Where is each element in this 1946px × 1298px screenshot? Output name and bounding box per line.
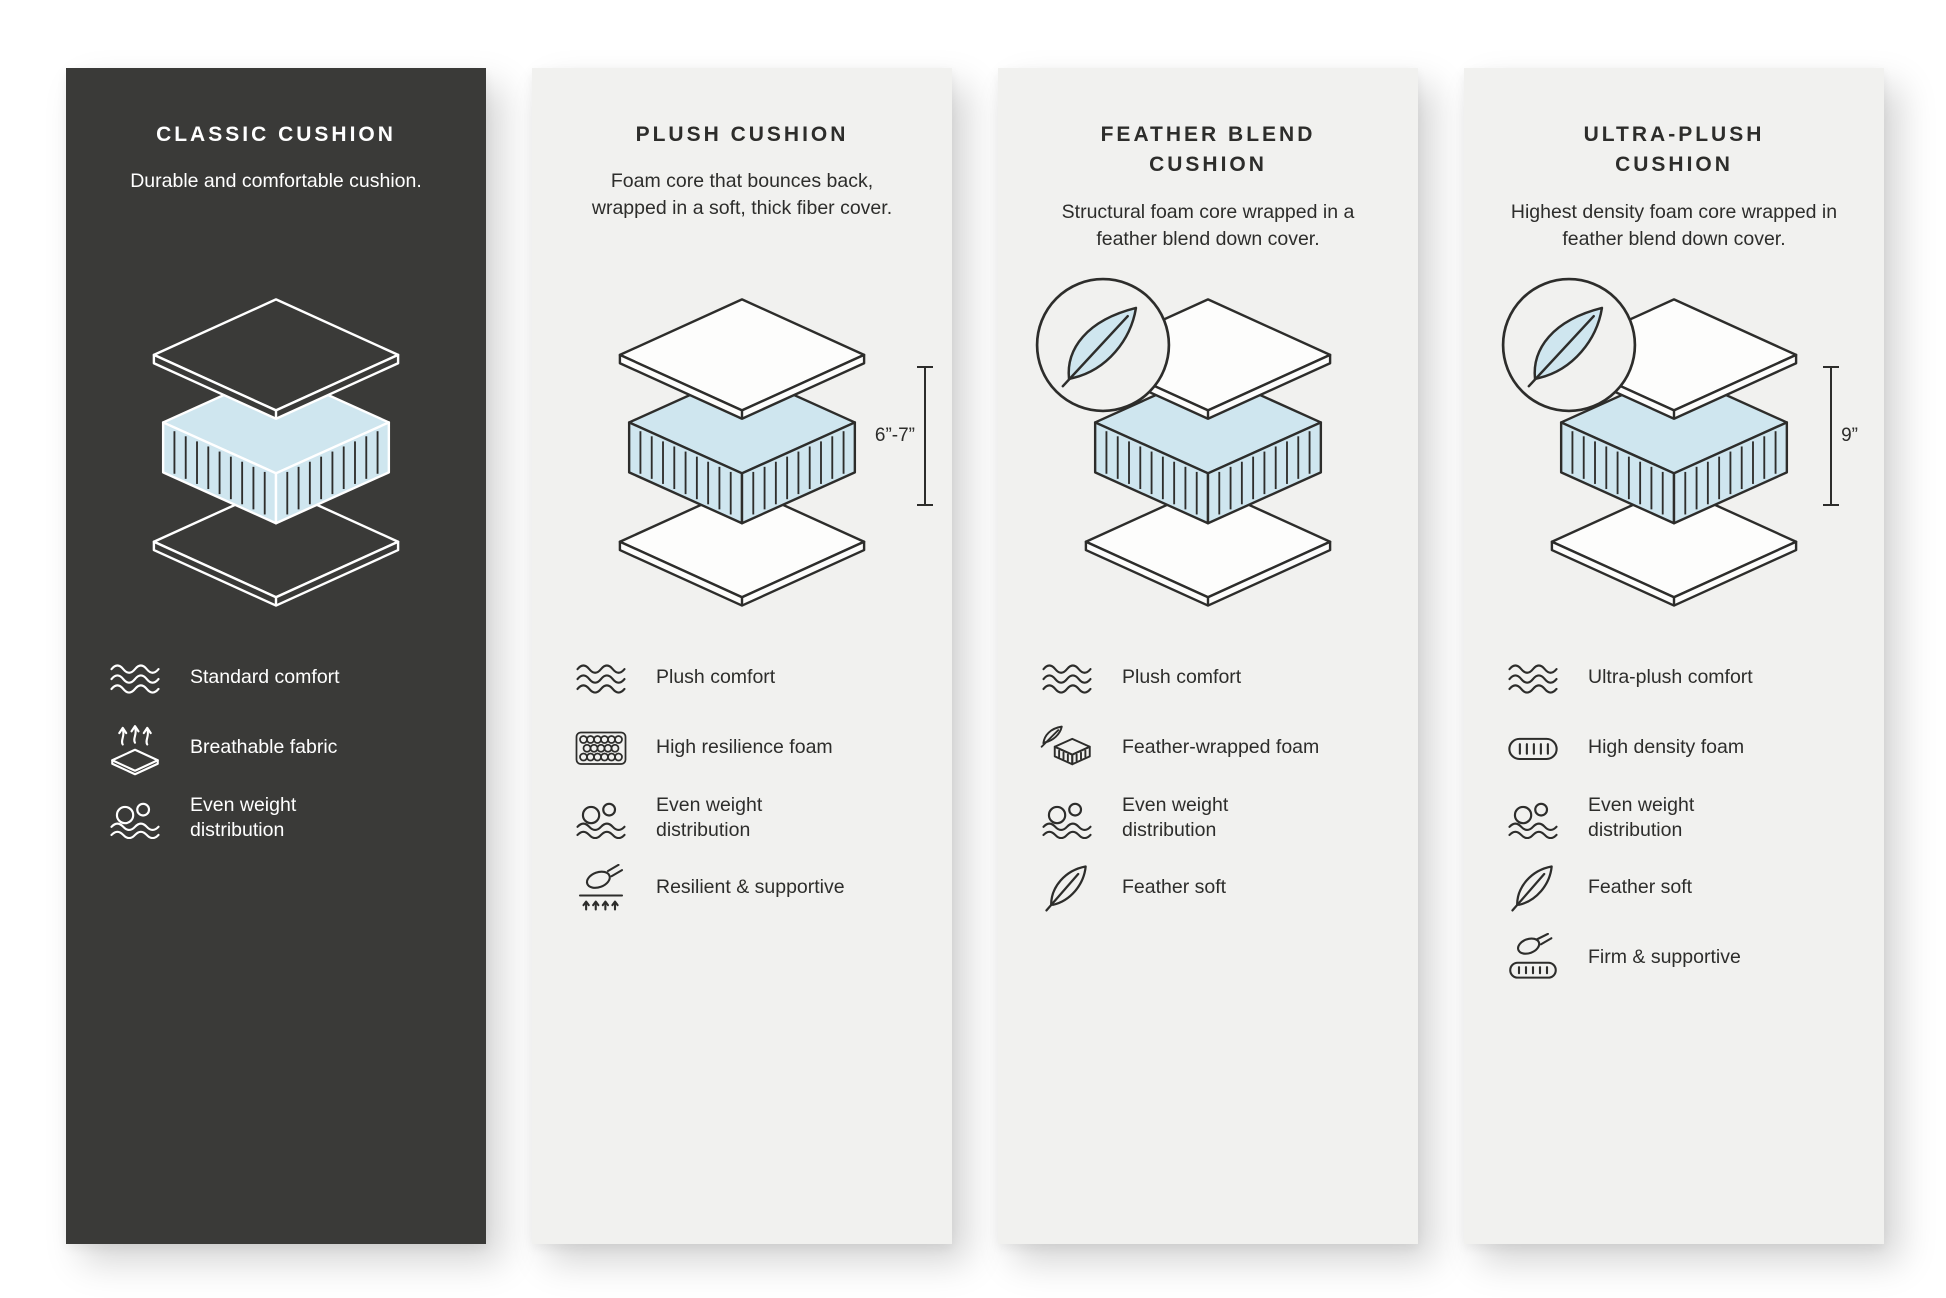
feature-row: Feather soft [1504,860,1850,916]
panel-header: PLUSH CUSHION Foam core that bounces bac… [532,120,952,292]
feature-label: Plush comfort [656,666,776,689]
panel-header: ULTRA-PLUSH CUSHION Highest density foam… [1464,120,1884,292]
panel-title: FEATHER BLEND CUSHION [1100,123,1316,177]
panel-description: Durable and comfortable cushion. [130,170,422,193]
feature-label: Even weight distribution [190,793,297,841]
breathable-fabric-icon [106,720,164,776]
feature-list: Ultra-plush comfort High density foam Ev… [1464,622,1884,986]
feature-row: Even weight distribution [1038,790,1384,846]
panel-plush-cushion: PLUSH CUSHION Foam core that bounces bac… [532,68,952,1244]
feature-label: Even weight distribution [656,793,763,841]
panel-header: FEATHER BLEND CUSHION Structural foam co… [998,120,1418,292]
feather-badge [1035,277,1171,413]
feature-row: High resilience foam [572,720,918,776]
feature-row: Standard comfort [106,650,452,706]
measurement-label: 9” [1841,425,1858,446]
hand-press-icon [572,863,630,913]
feature-row: Feather soft [1038,860,1384,916]
feature-row: Even weight distribution [572,790,918,846]
feature-label: Ultra-plush comfort [1588,666,1753,689]
feature-label: Feather-wrapped foam [1122,736,1320,759]
panel-title: CLASSIC CUSHION [156,123,396,146]
feature-label: Resilient & supportive [656,876,845,899]
measurement-line [917,366,933,506]
waves-icon [572,661,630,695]
feature-list: Plush comfort High resilience foam Even … [532,622,952,916]
even-weight-icon [1038,797,1096,839]
density-foam-icon [1504,731,1562,766]
feature-label: Plush comfort [1122,666,1242,689]
feature-row: Even weight distribution [1504,790,1850,846]
feature-row: Feather-wrapped foam [1038,720,1384,776]
even-weight-icon [572,797,630,839]
panel-description: Structural foam core wrapped in a feathe… [1061,200,1355,250]
firm-support-icon [1504,932,1562,984]
feature-row: Breathable fabric [106,720,452,776]
feature-row: Resilient & supportive [572,860,918,916]
panel-title: ULTRA-PLUSH CUSHION [1583,123,1765,177]
even-weight-icon [1504,797,1562,839]
height-measurement: 9” [1823,366,1858,506]
feature-row: Plush comfort [572,650,918,706]
cushion-illustration: 6”-7” [582,292,933,622]
feature-row: High density foam [1504,720,1850,776]
panel-ultra-plush-cushion: ULTRA-PLUSH CUSHION Highest density foam… [1464,68,1884,1244]
cushion-layers-diagram [152,298,400,607]
cushion-layers-diagram [618,298,866,607]
comparison-board: CLASSIC CUSHION Durable and comfortable … [66,68,1884,1244]
panel-description: Highest density foam core wrapped in fea… [1510,200,1838,250]
waves-icon [1038,661,1096,695]
waves-icon [1504,661,1562,695]
feather-icon [1038,860,1096,916]
feature-label: Even weight distribution [1588,793,1695,841]
feature-label: High resilience foam [656,736,833,759]
feature-row: Firm & supportive [1504,930,1850,986]
feature-label: Even weight distribution [1122,793,1229,841]
feature-list: Standard comfort Breathable fabric Even … [66,622,486,846]
feature-label: Breathable fabric [190,736,338,759]
feature-row: Even weight distribution [106,790,452,846]
feature-label: Standard comfort [190,666,340,689]
feature-label: Firm & supportive [1588,946,1741,969]
feature-label: Feather soft [1588,876,1693,899]
cushion-illustration [116,292,436,622]
feature-row: Plush comfort [1038,650,1384,706]
panel-classic-cushion: CLASSIC CUSHION Durable and comfortable … [66,68,486,1244]
feather-foam-icon [1038,724,1096,771]
feature-list: Plush comfort Feather-wrapped foam Even … [998,622,1418,916]
waves-icon [106,661,164,695]
feature-label: High density foam [1588,736,1745,759]
measurement-label: 6”-7” [874,425,915,446]
height-measurement: 6”-7” [874,366,933,506]
measurement-line [1823,366,1840,506]
foam-cells-icon [572,729,630,768]
feature-label: Feather soft [1122,876,1227,899]
cushion-illustration [1035,277,1368,622]
even-weight-icon [106,797,164,839]
feather-badge [1501,277,1637,413]
panel-header: CLASSIC CUSHION Durable and comfortable … [66,120,486,292]
feature-row: Ultra-plush comfort [1504,650,1850,706]
cushion-illustration: 9” [1501,277,1858,622]
panel-feather-blend-cushion: FEATHER BLEND CUSHION Structural foam co… [998,68,1418,1244]
panel-description: Foam core that bounces back, wrapped in … [591,170,893,220]
feather-icon [1504,860,1562,916]
panel-title: PLUSH CUSHION [635,123,849,146]
